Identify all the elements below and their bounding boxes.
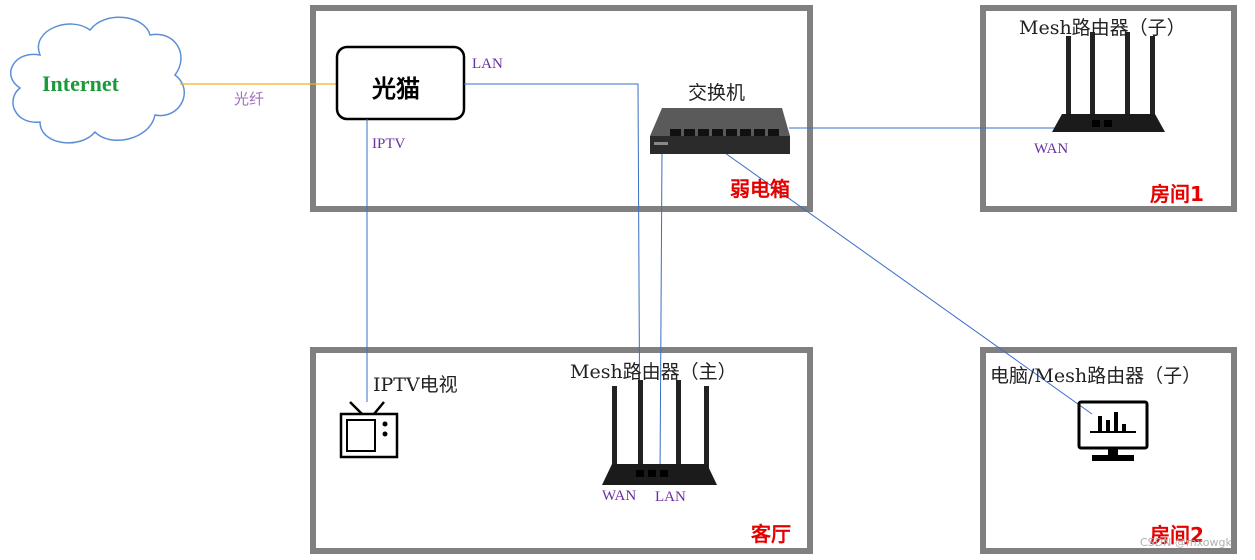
switch-to-room2-cable (717, 147, 1093, 415)
room1-router-icon (1052, 32, 1165, 132)
modem-iptv-port-label: IPTV (372, 136, 406, 152)
main-router-wan-port-label: WAN (602, 488, 637, 504)
modem-lan-port-label: LAN (472, 56, 503, 72)
modem-box (335, 45, 466, 121)
room1-label: 房间1 (1150, 182, 1204, 206)
room1-frame (980, 5, 1237, 212)
cabinet-label: 弱电箱 (730, 177, 790, 201)
room2-device-label: 电脑/Mesh路由器（子） (990, 365, 1202, 387)
tv-label: IPTV电视 (373, 374, 458, 396)
switch-label: 交换机 (688, 82, 746, 104)
modem-lan-to-router-cable (464, 83, 641, 479)
internet-cloud-icon (9, 16, 185, 144)
living-room-label: 客厅 (751, 522, 791, 546)
watermark: CSDN @mxowgk (1140, 536, 1232, 549)
switch-to-router-lan-cable (659, 149, 663, 479)
switch-icon (650, 108, 790, 154)
main-router-icon (602, 380, 717, 485)
main-router-lan-port-label: LAN (655, 489, 686, 505)
room1-router-label: Mesh路由器（子） (1019, 17, 1186, 39)
room2-label: 房间2 (1150, 523, 1204, 547)
room1-wan-port-label: WAN (1034, 141, 1069, 157)
tv-icon (339, 401, 399, 459)
main-router-label: Mesh路由器（主） (570, 361, 737, 383)
living-room-frame (310, 347, 813, 554)
fiber-label: 光纤 (234, 90, 265, 108)
internet-label: Internet (42, 71, 119, 96)
computer-monitor-icon (1077, 400, 1149, 461)
modem-label: 光猫 (372, 75, 420, 103)
